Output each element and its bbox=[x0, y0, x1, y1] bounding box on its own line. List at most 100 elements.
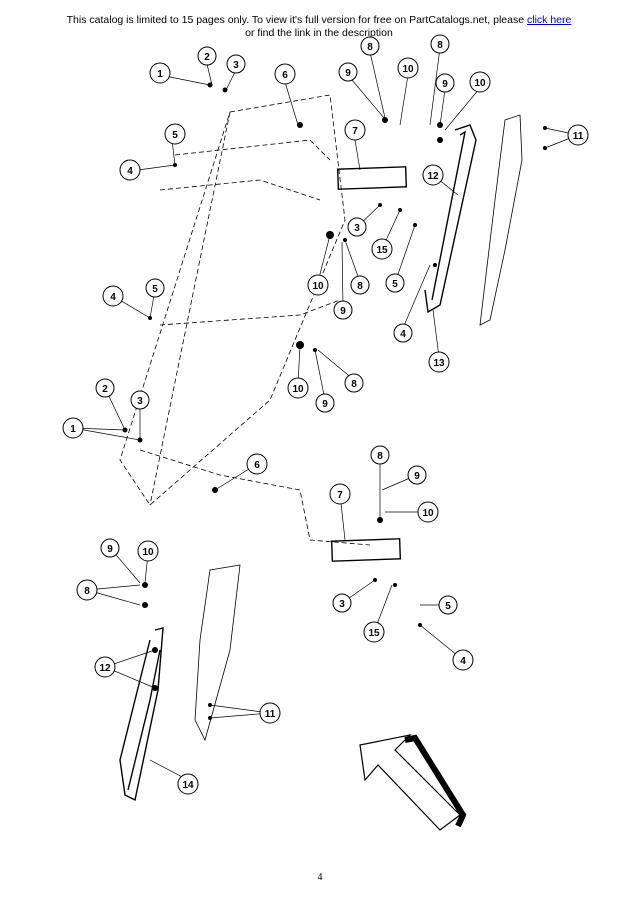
callout-4d: 4 bbox=[452, 649, 474, 671]
leader-lines bbox=[72, 47, 579, 781]
callout-3d: 3 bbox=[332, 593, 352, 613]
callout-8d: 8 bbox=[344, 373, 364, 393]
svg-text:3: 3 bbox=[354, 223, 360, 234]
page-number: 4 bbox=[317, 872, 323, 883]
callout-8e: 8 bbox=[370, 445, 390, 465]
callout-15: 15 bbox=[371, 238, 393, 260]
side-brackets bbox=[194, 114, 523, 742]
svg-text:2: 2 bbox=[102, 384, 108, 395]
svg-text:10: 10 bbox=[142, 547, 154, 558]
svg-text:15: 15 bbox=[368, 628, 380, 639]
svg-text:4: 4 bbox=[127, 166, 133, 177]
svg-text:10: 10 bbox=[312, 281, 324, 292]
callout-6: 6 bbox=[274, 63, 296, 85]
svg-text:12: 12 bbox=[99, 663, 111, 674]
callout-15b: 15 bbox=[363, 621, 385, 643]
svg-text:12: 12 bbox=[427, 171, 439, 182]
callout-13: 13 bbox=[428, 351, 450, 373]
callout-7b: 7 bbox=[329, 483, 351, 505]
svg-text:8: 8 bbox=[84, 586, 90, 597]
svg-text:14: 14 bbox=[182, 780, 194, 791]
svg-text:5: 5 bbox=[152, 284, 158, 295]
callout-1: 1 bbox=[149, 62, 171, 84]
callout-8c: 8 bbox=[350, 275, 370, 295]
callout-6b: 6 bbox=[246, 453, 268, 475]
svg-text:9: 9 bbox=[340, 306, 346, 317]
callout-5b: 5 bbox=[385, 273, 405, 293]
svg-text:9: 9 bbox=[414, 471, 420, 482]
svg-text:7: 7 bbox=[337, 490, 343, 501]
svg-text:11: 11 bbox=[265, 709, 276, 720]
callout-10f: 10 bbox=[137, 540, 159, 562]
callout-labels: 1 2 3 6 5 4 7 9 8 10 8 9 10 11 12 3 15 5… bbox=[62, 34, 589, 795]
callout-9: 9 bbox=[338, 62, 358, 82]
svg-text:3: 3 bbox=[137, 396, 143, 407]
svg-text:9: 9 bbox=[345, 68, 351, 79]
svg-text:10: 10 bbox=[474, 78, 486, 89]
callout-9e: 9 bbox=[407, 465, 427, 485]
frame-outline bbox=[119, 94, 371, 546]
callout-3: 3 bbox=[226, 54, 246, 74]
catalog-notice-line2: or find the link in the description bbox=[245, 27, 393, 39]
catalog-notice: This catalog is limited to 15 pages only… bbox=[0, 14, 638, 40]
callout-8: 8 bbox=[360, 36, 380, 56]
callout-10e: 10 bbox=[417, 501, 439, 523]
svg-text:3: 3 bbox=[233, 60, 239, 71]
callout-4c: 4 bbox=[102, 285, 124, 307]
callout-5c: 5 bbox=[145, 278, 165, 298]
callout-11b: 11 bbox=[259, 702, 281, 724]
callout-10: 10 bbox=[397, 57, 419, 79]
svg-text:5: 5 bbox=[445, 601, 451, 612]
svg-text:8: 8 bbox=[377, 451, 383, 462]
svg-text:4: 4 bbox=[400, 329, 406, 340]
svg-text:4: 4 bbox=[110, 292, 116, 303]
svg-text:8: 8 bbox=[437, 40, 443, 51]
catalog-notice-line1: This catalog is limited to 15 pages only… bbox=[0, 14, 638, 27]
callout-4: 4 bbox=[119, 159, 141, 181]
svg-text:5: 5 bbox=[392, 279, 398, 290]
callout-9f: 9 bbox=[100, 538, 120, 558]
callout-8f: 8 bbox=[76, 579, 98, 601]
svg-text:13: 13 bbox=[433, 358, 445, 369]
orientation-arrow bbox=[359, 734, 467, 831]
svg-text:5: 5 bbox=[172, 130, 178, 141]
callout-10c: 10 bbox=[307, 274, 329, 296]
callout-10d: 10 bbox=[287, 377, 309, 399]
svg-text:15: 15 bbox=[376, 245, 388, 256]
svg-text:10: 10 bbox=[402, 64, 414, 75]
callout-12b: 12 bbox=[94, 656, 116, 678]
callout-10b: 10 bbox=[469, 71, 491, 93]
callout-8b: 8 bbox=[430, 34, 450, 54]
callout-11: 11 bbox=[567, 124, 589, 146]
svg-text:9: 9 bbox=[322, 399, 328, 410]
svg-text:8: 8 bbox=[351, 379, 357, 390]
svg-text:6: 6 bbox=[254, 460, 260, 471]
callout-14: 14 bbox=[177, 773, 199, 795]
svg-text:4: 4 bbox=[460, 656, 466, 667]
callout-9d: 9 bbox=[315, 393, 335, 413]
callout-2: 2 bbox=[197, 46, 217, 66]
svg-text:8: 8 bbox=[367, 42, 373, 53]
callout-12: 12 bbox=[422, 164, 444, 186]
rail-parts bbox=[119, 124, 477, 802]
hardware-dots bbox=[122, 82, 547, 720]
callout-5: 5 bbox=[164, 123, 186, 145]
svg-text:9: 9 bbox=[107, 544, 113, 555]
svg-text:1: 1 bbox=[157, 69, 163, 80]
callout-9c: 9 bbox=[333, 300, 353, 320]
callout-3b: 3 bbox=[347, 217, 367, 237]
callout-1b: 1 bbox=[62, 417, 84, 439]
svg-text:2: 2 bbox=[204, 52, 210, 63]
svg-text:8: 8 bbox=[357, 281, 363, 292]
click-here-link[interactable]: click here bbox=[527, 14, 572, 26]
svg-text:1: 1 bbox=[70, 424, 76, 435]
callout-3c: 3 bbox=[130, 390, 150, 410]
svg-text:10: 10 bbox=[422, 508, 434, 519]
svg-text:10: 10 bbox=[292, 384, 304, 395]
notice-text: This catalog is limited to 15 pages only… bbox=[66, 14, 527, 26]
callout-9b: 9 bbox=[435, 73, 455, 93]
svg-text:7: 7 bbox=[352, 126, 358, 137]
callout-5d: 5 bbox=[438, 595, 458, 615]
callout-4b: 4 bbox=[393, 323, 413, 343]
